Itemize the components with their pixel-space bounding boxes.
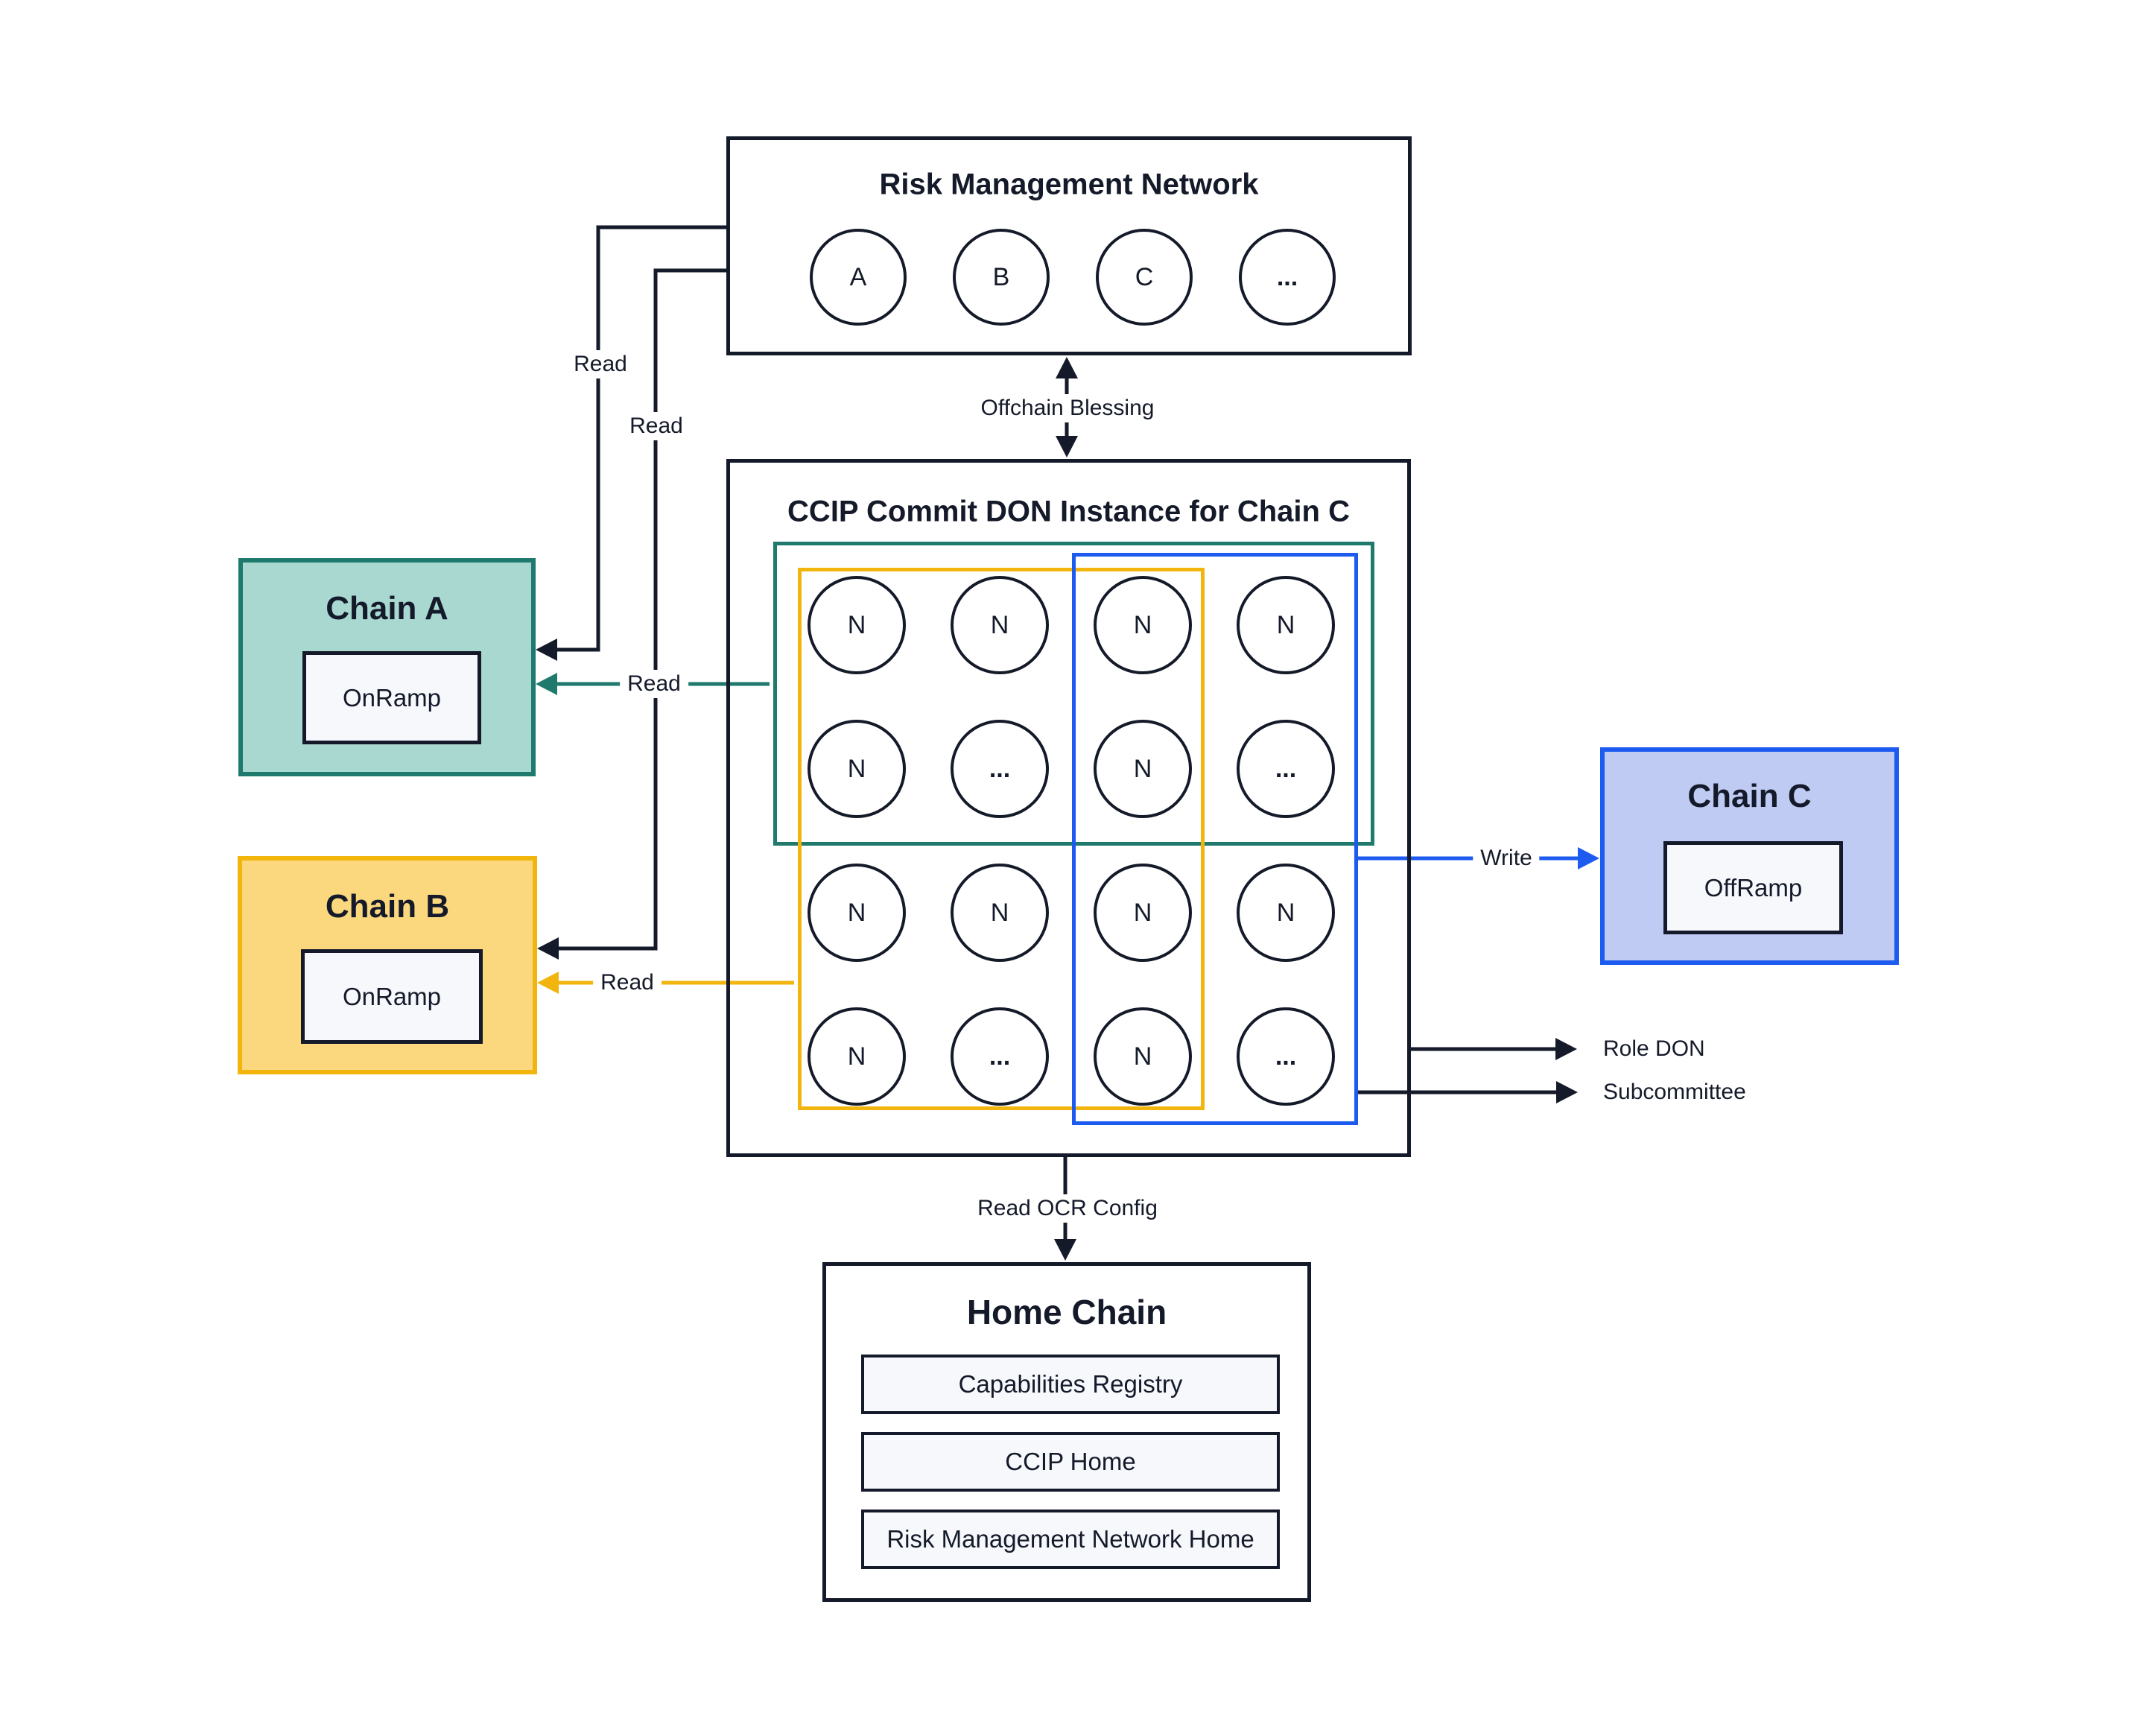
chain-b-box: Chain B OnRamp — [238, 856, 537, 1074]
read-label-rmn-to-chain-a: Read — [566, 350, 635, 378]
read-label-don-to-chain-a: Read — [620, 670, 688, 698]
offchain-blessing-label: Offchain Blessing — [973, 394, 1162, 422]
ccip-commit-don-box: CCIP Commit DON Instance for Chain C N N… — [726, 459, 1411, 1157]
don-node: N — [951, 864, 1049, 962]
don-node: N — [1094, 1007, 1192, 1106]
write-label: Write — [1473, 844, 1540, 872]
subcommittee-label: Subcommittee — [1603, 1080, 1746, 1104]
don-node: N — [808, 1007, 906, 1106]
chain-a-onramp: OnRamp — [302, 651, 481, 744]
read-ocr-config-label: Read OCR Config — [970, 1194, 1165, 1223]
role-don-label: Role DON — [1603, 1036, 1705, 1061]
don-node: N — [1237, 576, 1335, 674]
chain-a-box: Chain A OnRamp — [238, 558, 536, 776]
chain-b-onramp: OnRamp — [301, 949, 483, 1044]
rmn-node-b: B — [953, 229, 1050, 326]
don-node: ... — [1237, 720, 1335, 818]
blue-subset-rect — [1072, 553, 1358, 1125]
don-node: ... — [1237, 1007, 1335, 1106]
don-node: ... — [951, 720, 1049, 818]
don-node: N — [808, 576, 906, 674]
don-node: N — [1237, 864, 1335, 962]
rmn-node-a: A — [810, 229, 907, 326]
chain-c-title: Chain C — [1687, 778, 1812, 814]
chain-c-offramp: OffRamp — [1663, 841, 1843, 934]
don-node: N — [1094, 864, 1192, 962]
ccip-commit-don-title: CCIP Commit DON Instance for Chain C — [787, 495, 1350, 528]
home-chain-title: Home Chain — [966, 1293, 1167, 1331]
chain-a-title: Chain A — [326, 590, 448, 627]
don-node: N — [1094, 720, 1192, 818]
read-label-don-to-chain-b: Read — [593, 969, 662, 997]
home-capabilities-registry: Capabilities Registry — [861, 1355, 1280, 1414]
risk-management-network-box: Risk Management Network A B C ... — [726, 136, 1412, 355]
chain-b-title: Chain B — [325, 888, 450, 925]
don-node: ... — [951, 1007, 1049, 1106]
don-node: N — [808, 864, 906, 962]
rmn-node-ellipsis: ... — [1239, 229, 1336, 326]
chain-c-box: Chain C OffRamp — [1600, 747, 1899, 965]
rmn-node-c: C — [1096, 229, 1193, 326]
read-label-rmn-to-chain-b: Read — [622, 412, 691, 440]
yellow-subset-rect — [798, 568, 1205, 1110]
home-chain-box: Home Chain Capabilities Registry CCIP Ho… — [822, 1262, 1311, 1602]
don-node: N — [1094, 576, 1192, 674]
don-node: N — [808, 720, 906, 818]
home-rmn-home: Risk Management Network Home — [861, 1510, 1280, 1569]
risk-management-network-title: Risk Management Network — [879, 168, 1259, 201]
home-ccip-home: CCIP Home — [861, 1432, 1280, 1492]
don-node: N — [951, 576, 1049, 674]
